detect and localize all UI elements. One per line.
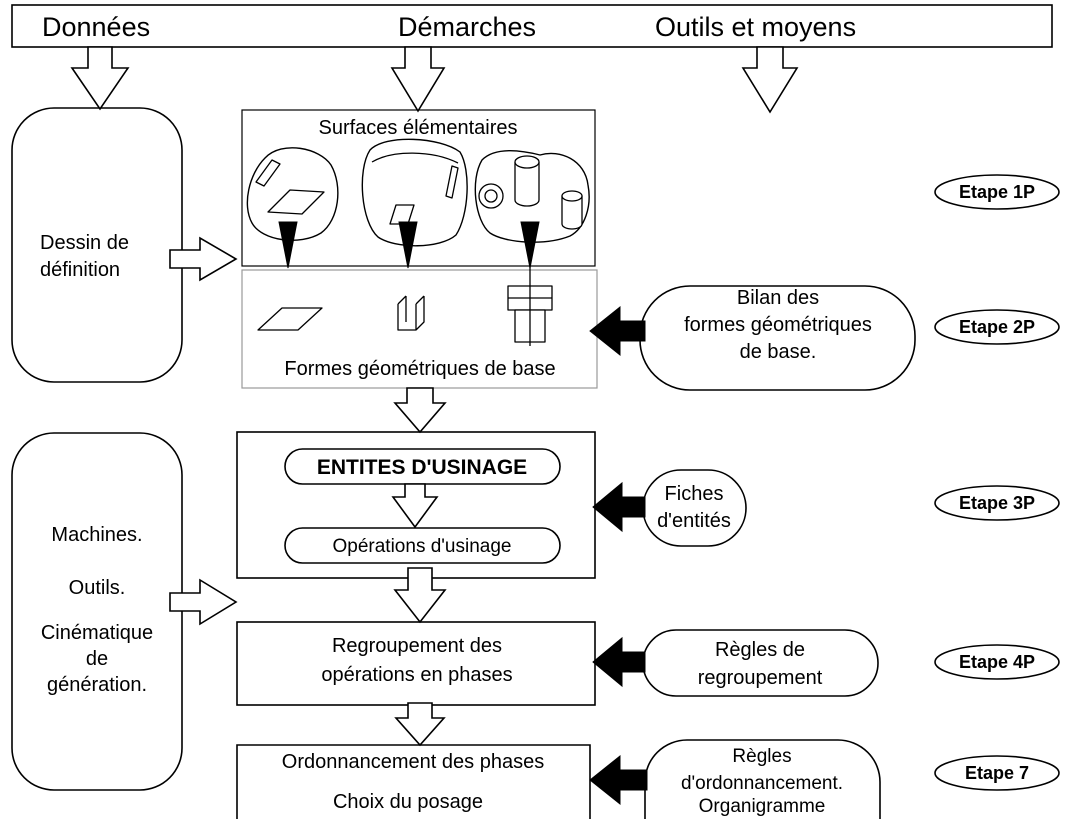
header-box: [11, 4, 1053, 48]
solid-arrow-down-2-icon: [398, 221, 418, 269]
solid-arrow-down-3-icon: [520, 221, 540, 269]
bilan-line-1: Bilan des: [737, 287, 819, 309]
entites-label: ENTITES D'USINAGE: [317, 456, 527, 479]
arrow-down-outils-icon: [741, 46, 799, 114]
moyens-line-4: de: [86, 648, 108, 670]
stage-ellipse-2: [934, 309, 1060, 345]
regles-regroupement-line-1: Règles de: [715, 639, 805, 661]
operations-pill: [284, 527, 561, 564]
moyens-line-2: Outils.: [69, 577, 126, 599]
regroupement-line-1: Regroupement des: [332, 635, 502, 657]
input-box-dessin: [11, 107, 183, 383]
bilan-line-3: de base.: [740, 341, 817, 363]
arrow-down-donnees-icon: [70, 46, 130, 111]
ordonnancement-line-1: Ordonnancement des phases: [282, 751, 544, 773]
fiches-line-1: Fiches: [665, 483, 724, 505]
tool-box-regles-ordonnancement: [644, 739, 881, 819]
stepped-bore-shape-icon: [507, 262, 553, 346]
dessin-line-2: définition: [40, 259, 120, 281]
stage-label-3: Etape 3P: [959, 493, 1035, 513]
header-demarches: Démarches: [398, 12, 536, 42]
regles-regroupement-line-2: regroupement: [698, 667, 823, 689]
ordonnancement-line-2: Choix du posage: [333, 791, 483, 813]
arrow-down-demarches-icon: [390, 46, 446, 113]
arrow-down-to-ordonnancement-icon: [394, 702, 446, 747]
regles-ordonnancement-line-2: d'ordonnancement.: [681, 773, 843, 794]
stage-label-1: Etape 1P: [959, 182, 1035, 202]
regles-ordonnancement-line-1: Règles: [732, 746, 791, 767]
input-box-moyens: [11, 432, 183, 791]
tool-box-fiches: [642, 469, 747, 547]
arrow-down-to-regroupement-icon: [393, 567, 447, 624]
arrow-down-to-entites-icon: [393, 387, 447, 434]
part-sketch-3-icon: [474, 150, 590, 243]
header-outils: Outils et moyens: [655, 12, 856, 42]
part-sketch-1-icon: [246, 147, 339, 241]
part-sketch-2-icon: [361, 138, 468, 247]
bilan-line-2: formes géométriques: [684, 314, 872, 336]
moyens-line-5: génération.: [47, 674, 147, 696]
solid-arrow-left-fiches-icon: [592, 481, 646, 533]
arrow-right-dessin-icon: [169, 236, 238, 282]
stage-label-2: Etape 2P: [959, 317, 1035, 337]
moyens-line-1: Machines.: [51, 524, 142, 546]
stage-label-4: Etape 4P: [959, 652, 1035, 672]
surfaces-title: Surfaces élémentaires: [319, 117, 518, 139]
header-donnees: Données: [42, 12, 150, 42]
stage-label-5: Etape 7: [965, 763, 1029, 783]
stage-ellipse-4: [934, 644, 1060, 680]
ordonnancement-box: [236, 744, 591, 819]
arrow-down-to-operations-icon: [391, 483, 439, 529]
moyens-line-3: Cinématique: [41, 622, 153, 644]
regles-ordonnancement-line-3: Organigramme: [699, 796, 826, 817]
solid-arrow-left-regles-regroupement-icon: [592, 636, 646, 688]
header-band: [11, 4, 1053, 48]
regroupement-line-2: opérations en phases: [321, 664, 512, 686]
arrow-right-moyens-icon: [169, 578, 238, 626]
formes-title: Formes géométriques de base: [284, 358, 555, 380]
stage-ellipse-3: [934, 485, 1060, 521]
slot-shape-icon: [397, 295, 425, 331]
solid-arrow-left-bilan-icon: [589, 305, 646, 357]
regroupement-box: [236, 621, 596, 706]
solid-arrow-down-1-icon: [278, 221, 298, 269]
operations-label: Opérations d'usinage: [333, 536, 512, 557]
stage-ellipse-5: [934, 755, 1060, 791]
dessin-line-1: Dessin de: [40, 232, 129, 254]
stage-ellipse-1: [934, 174, 1060, 210]
solid-arrow-left-regles-ordonnancement-icon: [589, 754, 648, 806]
plate-shape-icon: [257, 307, 323, 331]
fiches-line-2: d'entités: [657, 510, 731, 532]
